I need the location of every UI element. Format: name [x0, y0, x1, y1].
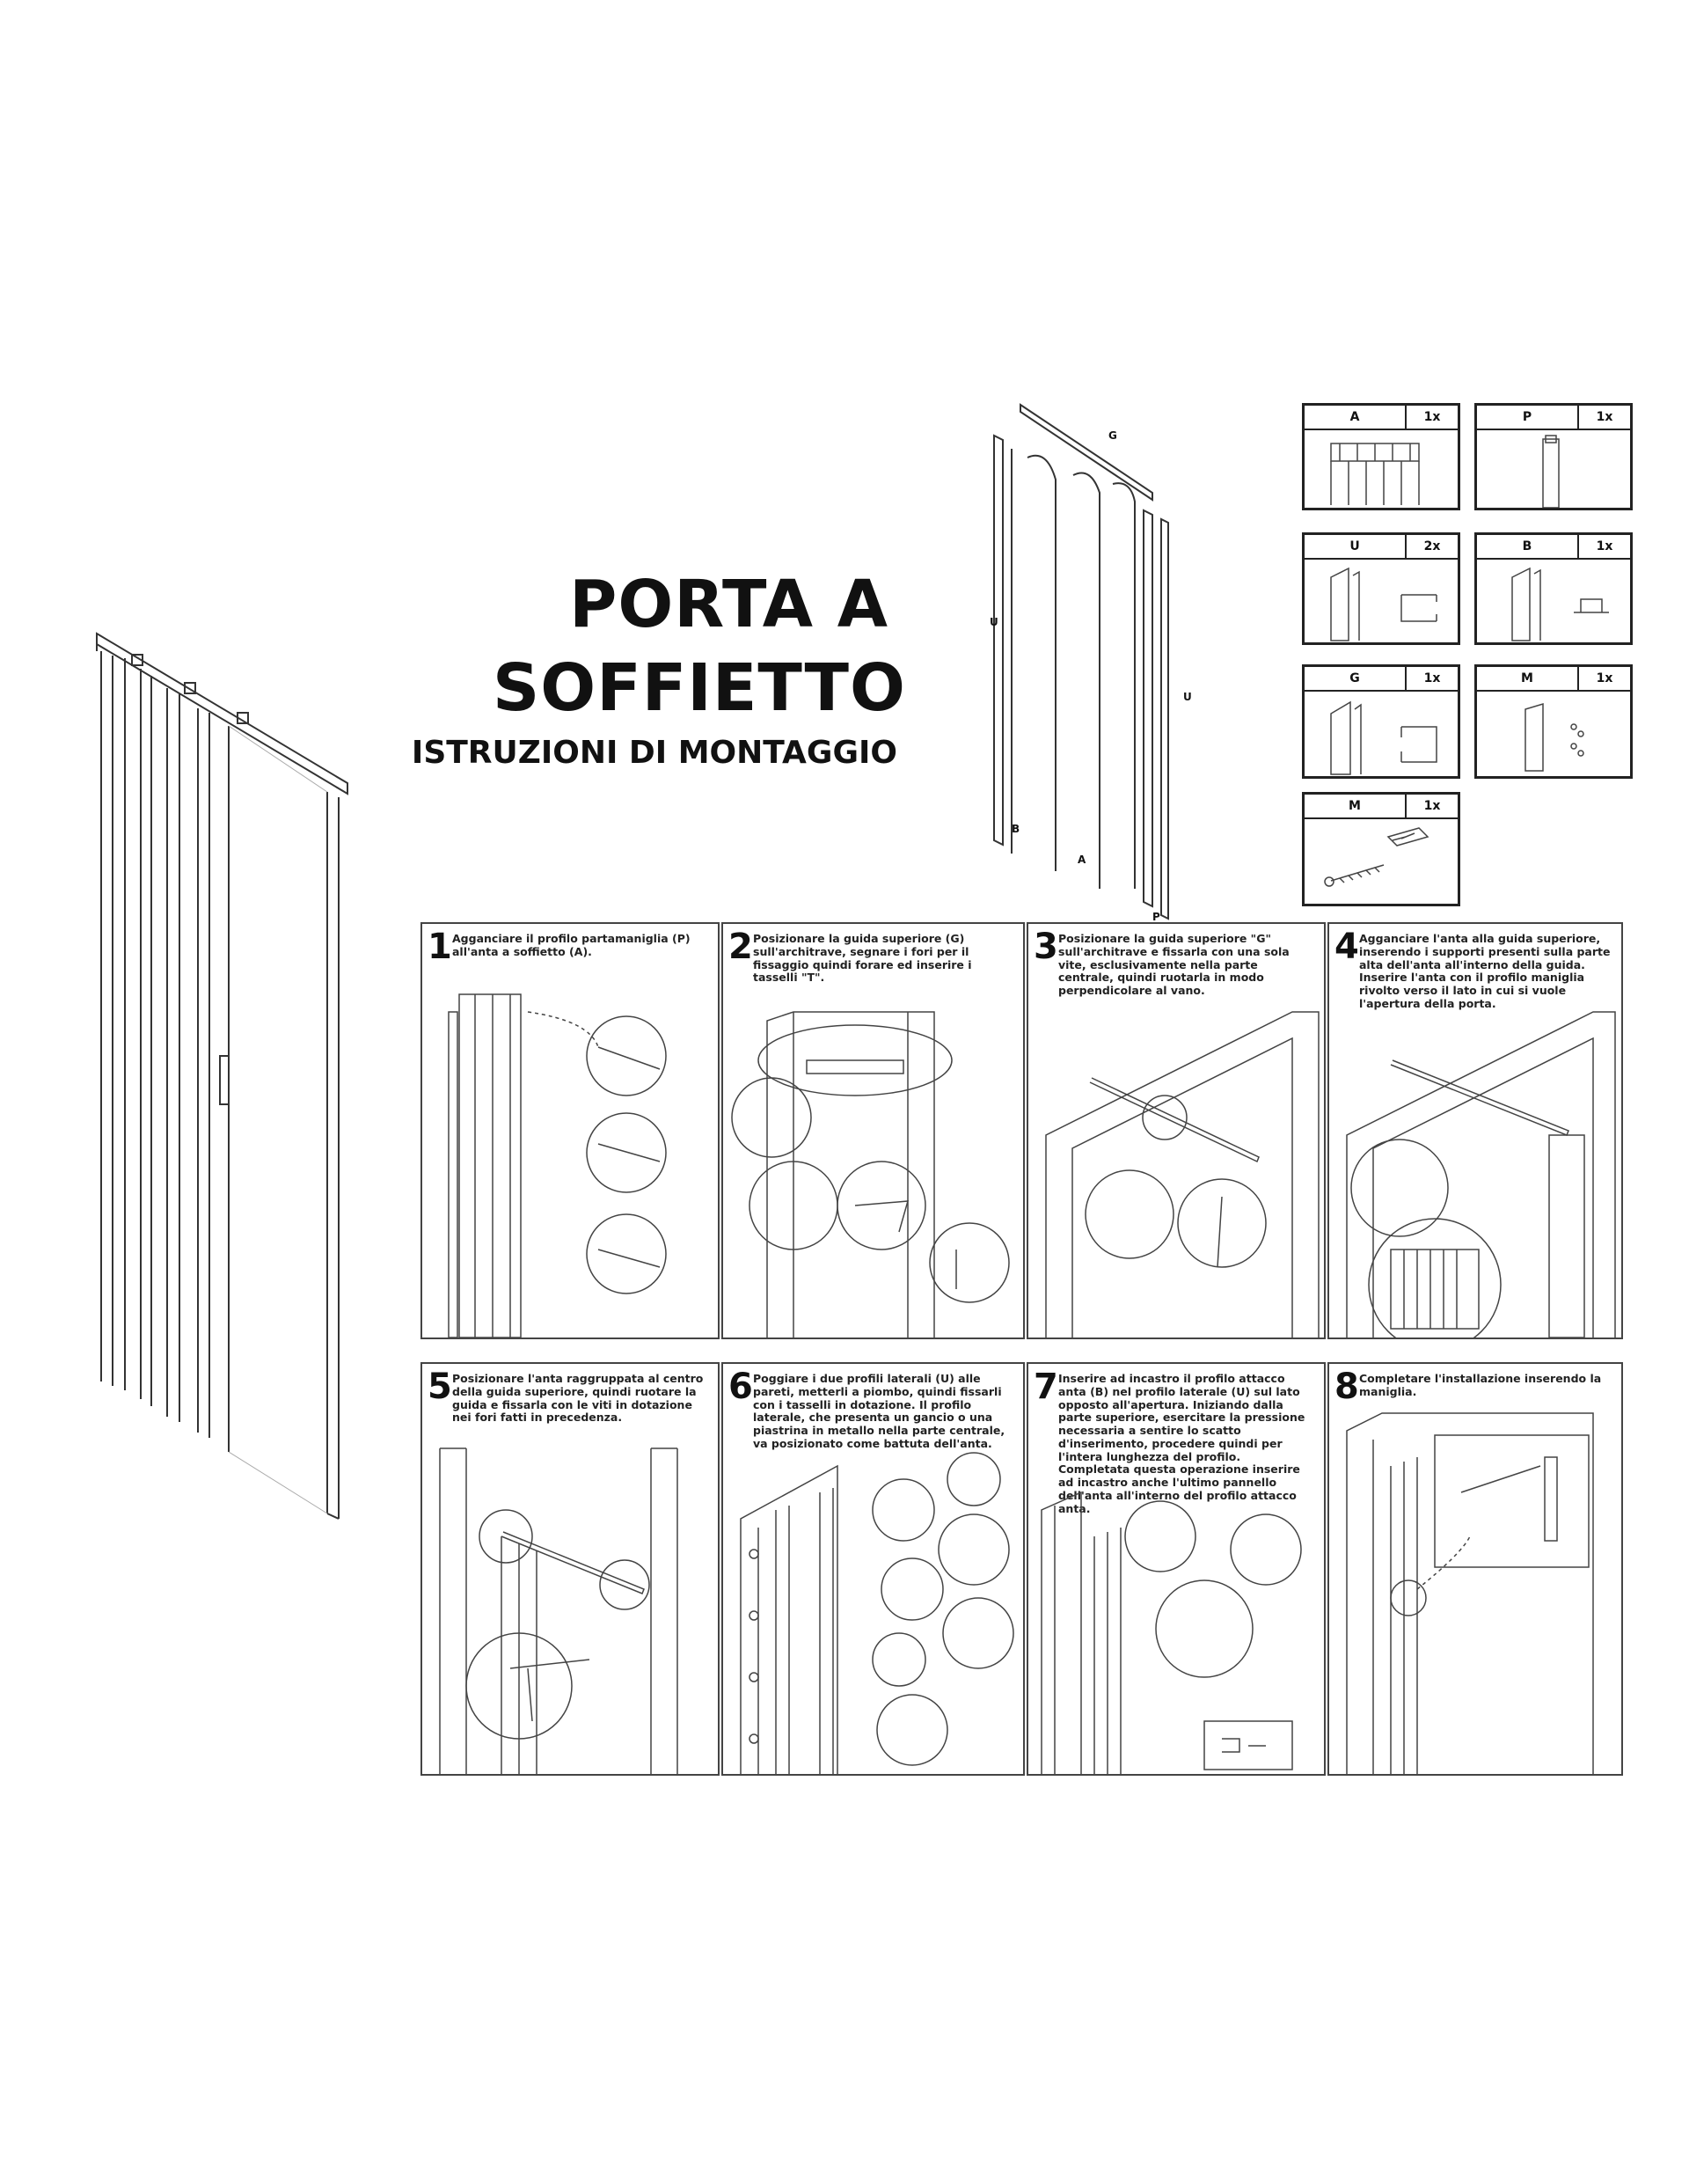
step-number: 4: [1334, 927, 1359, 967]
step-6-illustration: [723, 1440, 1023, 1774]
step-number: 5: [428, 1367, 452, 1407]
part-name: G: [1349, 671, 1360, 685]
step-text: Inserire ad incastro il profilo attacco …: [1058, 1372, 1305, 1515]
step-8-illustration: [1329, 1396, 1621, 1774]
step-7-panel: 7 Inserire ad incastro il profilo attacc…: [1027, 1362, 1326, 1776]
step-number: 1: [428, 927, 452, 967]
step-3-illustration: [1028, 986, 1324, 1338]
part-name: P: [1522, 410, 1532, 424]
part-u-card: U 2x: [1302, 532, 1460, 645]
label-g: G: [1108, 429, 1117, 442]
step-7-illustration: [1028, 1484, 1324, 1774]
step-5-panel: 5 Posizionare l'anta raggruppata al cent…: [420, 1362, 720, 1776]
step-text: Completare l'installazione inserendo la …: [1359, 1372, 1602, 1398]
step-number: 2: [728, 927, 753, 967]
part-qty: 1x: [1577, 406, 1630, 429]
step-2-panel: 2 Posizionare la guida superiore (G) sul…: [721, 922, 1025, 1339]
step-number: 7: [1034, 1367, 1058, 1407]
step-text: Agganciare il profilo partamaniglia (P) …: [452, 932, 691, 958]
part-qty: 1x: [1405, 667, 1458, 690]
label-u-right: U: [1183, 691, 1192, 703]
part-name: M: [1521, 671, 1533, 685]
step-number: 8: [1334, 1367, 1359, 1407]
step-text: Poggiare i due profili laterali (U) alle…: [753, 1372, 1005, 1450]
step-1-illustration: [422, 986, 718, 1338]
step-text: Agganciare l'anta alla guida superiore, …: [1359, 932, 1611, 1010]
part-m-card-2: M 1x: [1302, 792, 1460, 906]
title-line-2: SOFFIETTO: [493, 650, 906, 726]
step-text: Posizionare la guida superiore "G" sull'…: [1058, 932, 1290, 997]
step-5-illustration: [422, 1431, 718, 1774]
part-p-card: P 1x: [1474, 403, 1633, 510]
part-name: M: [1349, 799, 1361, 813]
part-qty: 1x: [1405, 406, 1458, 429]
part-qty: 1x: [1405, 795, 1458, 817]
step-4-panel: 4 Agganciare l'anta alla guida superiore…: [1327, 922, 1623, 1339]
label-u-left: U: [990, 616, 998, 628]
door-perspective-illustration: [88, 625, 352, 1531]
part-a-card: A 1x: [1302, 403, 1460, 510]
title-line-1: PORTA A: [569, 567, 888, 642]
subtitle: ISTRUZIONI DI MONTAGGIO: [411, 735, 897, 771]
step-1-panel: 1 Agganciare il profilo partamaniglia (P…: [420, 922, 720, 1339]
step-number: 3: [1034, 927, 1058, 967]
step-4-illustration: [1329, 1003, 1621, 1338]
step-3-panel: 3 Posizionare la guida superiore "G" sul…: [1027, 922, 1326, 1339]
label-p: P: [1152, 911, 1160, 923]
part-qty: 1x: [1577, 667, 1630, 690]
part-qty: 2x: [1405, 535, 1458, 558]
part-qty: 1x: [1577, 535, 1630, 558]
step-6-panel: 6 Poggiare i due profili laterali (U) al…: [721, 1362, 1025, 1776]
part-g-card: G 1x: [1302, 664, 1460, 779]
part-name: A: [1349, 410, 1360, 424]
part-b-card: B 1x: [1474, 532, 1633, 645]
exploded-parts-diagram: G U U B A P: [968, 396, 1196, 924]
part-m-card-1: M 1x: [1474, 664, 1633, 779]
step-text: Posizionare l'anta raggruppata al centro…: [452, 1372, 704, 1425]
label-b: B: [1012, 823, 1020, 835]
label-a: A: [1078, 854, 1086, 866]
step-2-illustration: [723, 986, 1023, 1338]
part-name: U: [1349, 539, 1360, 553]
step-text: Posizionare la guida superiore (G) sull'…: [753, 932, 972, 985]
step-8-panel: 8 Completare l'installazione inserendo l…: [1327, 1362, 1623, 1776]
step-number: 6: [728, 1367, 753, 1407]
part-name: B: [1522, 539, 1532, 553]
